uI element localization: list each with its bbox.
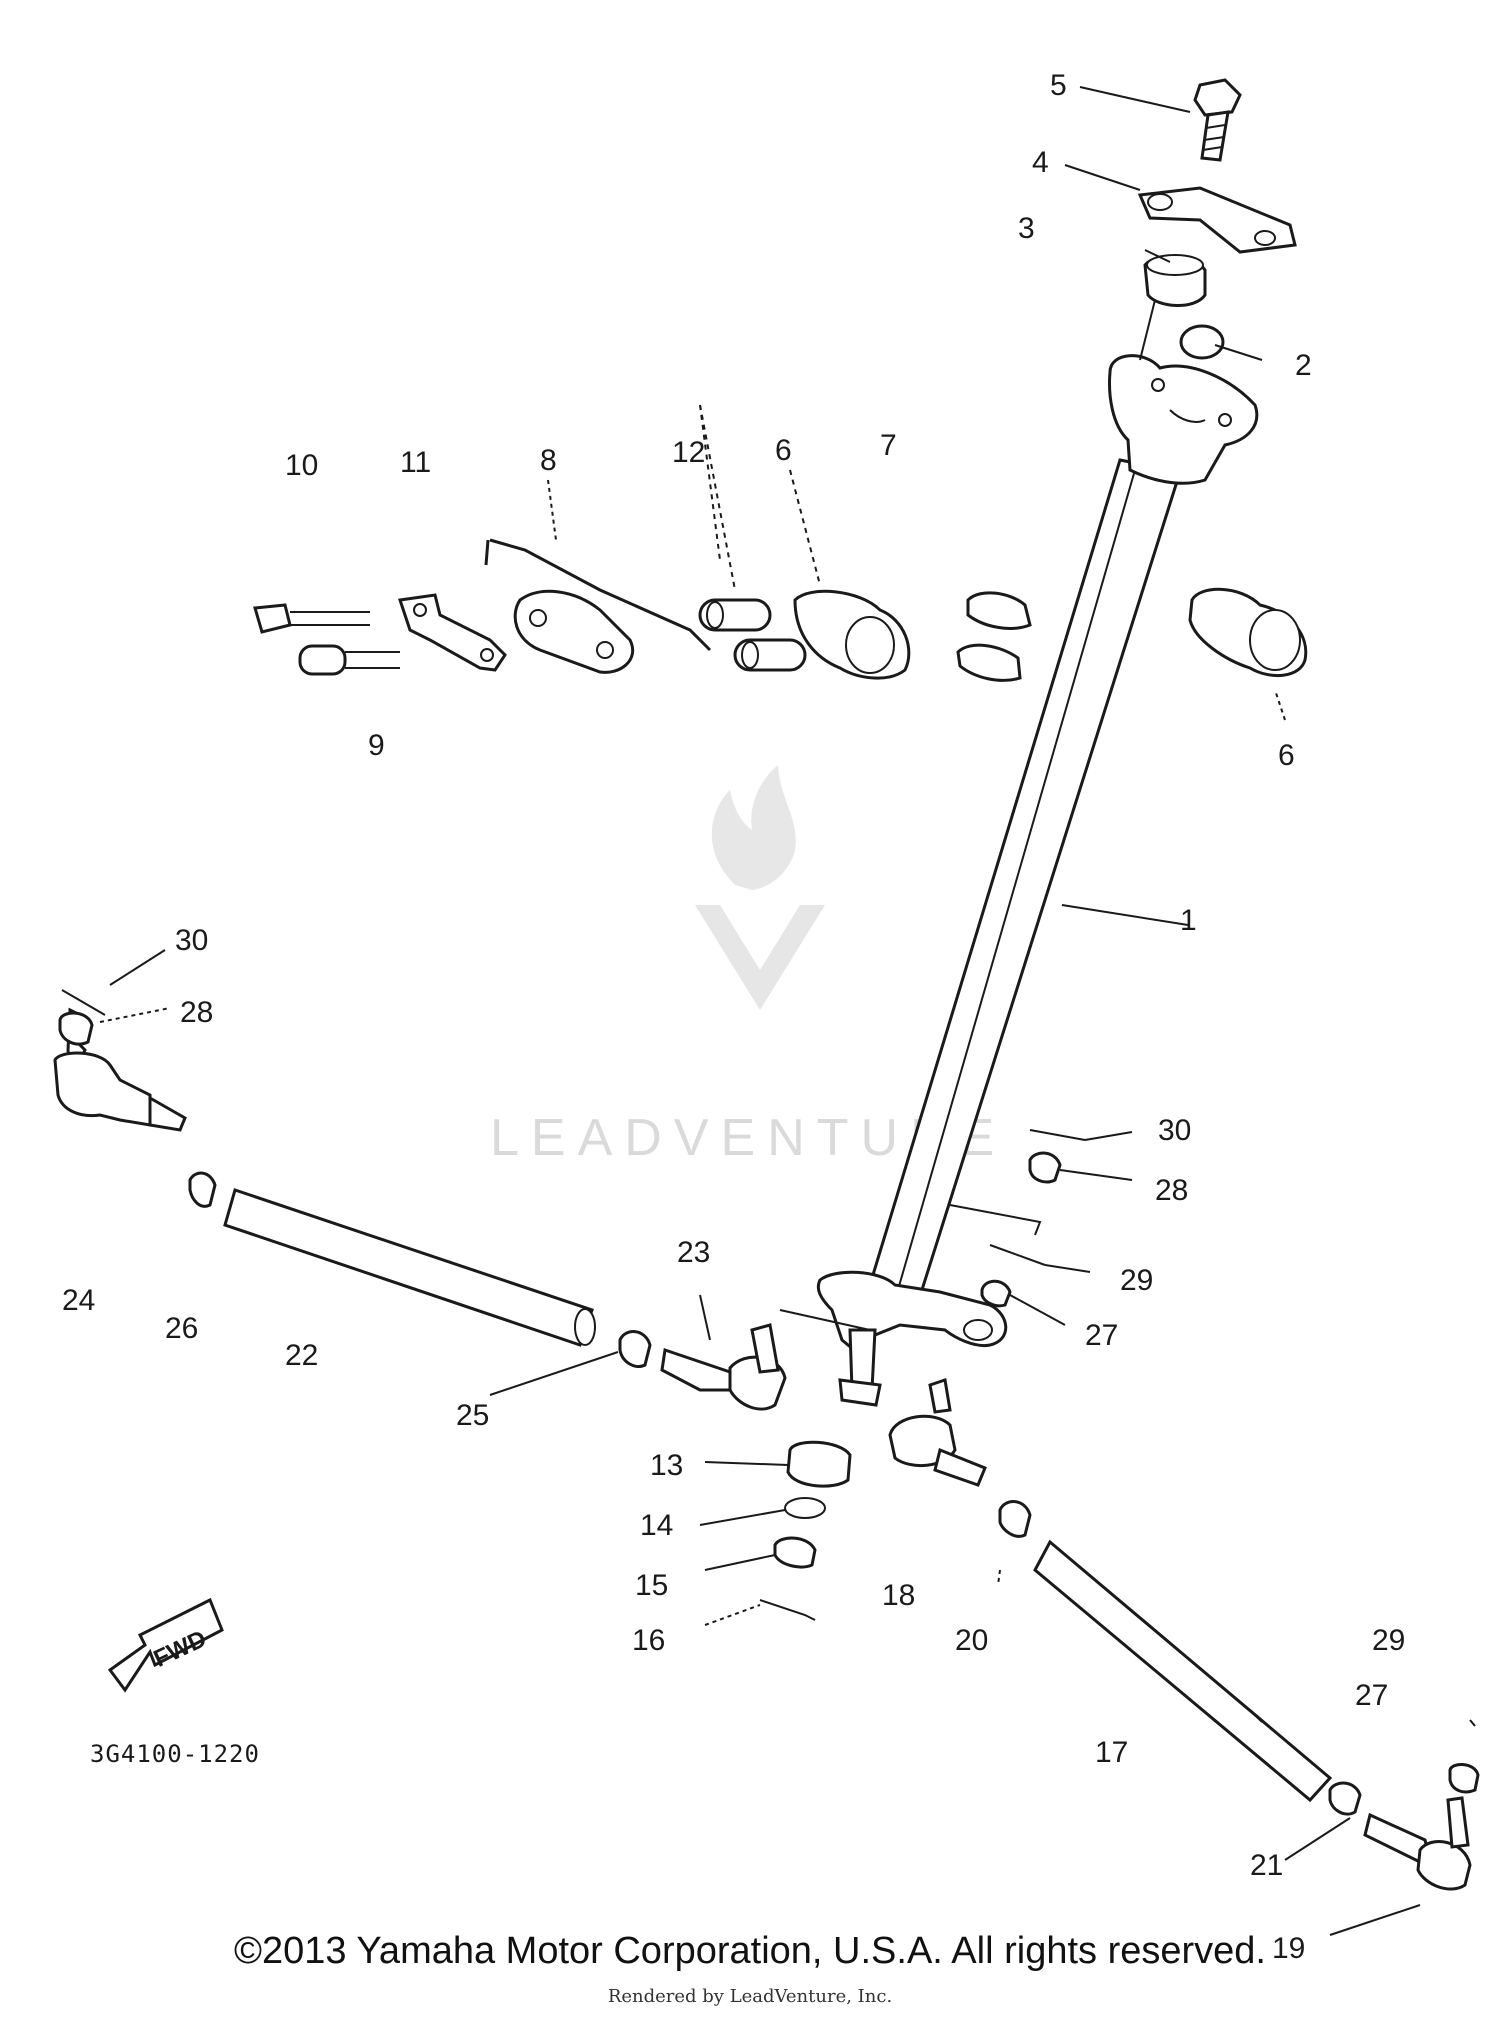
center-hardware — [699, 1440, 852, 1626]
label-part-15: 15 — [635, 1569, 668, 1602]
label-part-4: 4 — [1032, 146, 1049, 179]
rendered-by-credit: Rendered by LeadVenture, Inc. — [607, 1986, 893, 2007]
part-8-bracket — [484, 538, 712, 674]
label-part-9: 9 — [368, 729, 385, 762]
label-part-20: 20 — [955, 1624, 988, 1657]
part-10-bolt — [253, 603, 370, 634]
label-part-1: 1 — [1180, 904, 1197, 937]
label-part-7: 7 — [880, 429, 897, 462]
part-4-bracket — [1137, 186, 1297, 254]
part-5-bolt — [1193, 78, 1242, 162]
label-part-22: 22 — [285, 1339, 318, 1372]
part-9-bolt — [298, 644, 400, 676]
label-part-21: 21 — [1250, 1849, 1283, 1882]
steering-column — [864, 458, 1182, 1314]
label-part-11: 11 — [400, 446, 431, 479]
label-part-12: 12 — [672, 436, 705, 469]
label-part-28-right: 28 — [1155, 1174, 1188, 1207]
label-part-6-left: 6 — [775, 434, 792, 467]
label-part-28-left: 28 — [180, 996, 213, 1029]
right-hardware — [779, 1129, 1133, 1331]
label-part-30-right: 30 — [1158, 1114, 1191, 1147]
part-7-clamps — [956, 591, 1032, 682]
label-part-26: 26 — [165, 1312, 198, 1345]
label-part-17: 17 — [1095, 1736, 1128, 1769]
part-6-holder-right — [1188, 587, 1308, 678]
label-part-30-left: 30 — [175, 924, 208, 957]
part-2-bushing — [1179, 324, 1225, 360]
right-tie-rod-assembly — [888, 1378, 1480, 1936]
upper-leaders — [547, 86, 1286, 926]
label-part-29-lower: 29 — [1372, 1624, 1405, 1657]
label-part-14: 14 — [640, 1509, 673, 1542]
part-callouts: 1 2 3 4 5 6 6 7 8 9 10 11 12 13 14 15 16… — [62, 69, 1405, 1965]
part-6-holder-left — [793, 589, 911, 680]
part-3-collar — [1143, 254, 1207, 307]
label-part-10: 10 — [285, 449, 318, 482]
label-part-3: 3 — [1018, 212, 1035, 245]
drawing-code: 3G4100-1220 — [90, 1740, 260, 1768]
label-part-16: 16 — [632, 1624, 665, 1657]
label-part-27-upper: 27 — [1085, 1319, 1118, 1352]
label-part-13: 13 — [650, 1449, 683, 1482]
part-11-plate — [398, 593, 507, 672]
column-head — [1108, 354, 1259, 485]
label-part-2: 2 — [1295, 349, 1312, 382]
label-part-5: 5 — [1050, 69, 1067, 102]
label-part-25: 25 — [456, 1399, 489, 1432]
copyright-notice: ©2013 Yamaha Motor Corporation, U.S.A. A… — [234, 1930, 1266, 1972]
left-tie-rod-assembly — [53, 949, 787, 1411]
label-part-6-right: 6 — [1278, 739, 1295, 772]
label-part-29-upper: 29 — [1120, 1264, 1153, 1297]
label-part-8: 8 — [540, 444, 557, 477]
part-12-collars — [698, 598, 807, 672]
label-part-23: 23 — [677, 1236, 710, 1269]
label-part-18: 18 — [882, 1579, 915, 1612]
fwd-arrow: FWD — [107, 1597, 224, 1693]
label-part-19: 19 — [1272, 1932, 1305, 1965]
label-part-24: 24 — [62, 1284, 95, 1317]
pitman-arm — [816, 1270, 1008, 1407]
label-part-27-lower: 27 — [1355, 1679, 1388, 1712]
watermark-logo: LEADVENTURE — [490, 765, 994, 1167]
